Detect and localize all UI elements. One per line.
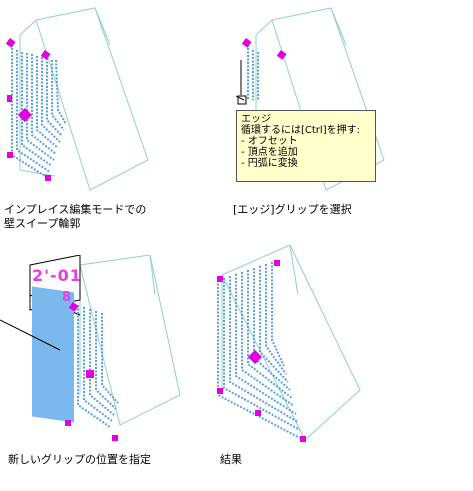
caption-select-edge-grip: [エッジ]グリップを選択 bbox=[233, 203, 352, 216]
edge-grip-selected[interactable] bbox=[237, 95, 247, 105]
grip-bottom-mid[interactable] bbox=[65, 420, 71, 426]
wall-sweep-profile bbox=[11, 48, 67, 179]
wall-sweep-profile bbox=[77, 305, 119, 428]
caption-new-grip-position: 新しいグリップの位置を指定 bbox=[8, 453, 151, 466]
grips[interactable] bbox=[217, 260, 306, 442]
wireframe-box bbox=[221, 244, 361, 441]
caption-inplace-edit: インプレイス編集モードでの 壁スイープ輪郭 bbox=[4, 203, 147, 230]
grip-bottom-right[interactable] bbox=[112, 435, 118, 441]
grip-top-left[interactable] bbox=[5, 38, 16, 48]
grip-top-right[interactable] bbox=[274, 260, 280, 266]
tooltip-ctrl-hint: 循環するには[Ctrl]を押す: bbox=[241, 125, 360, 136]
tooltip-option-offset: - オフセット bbox=[241, 136, 298, 147]
cursor-line bbox=[236, 95, 245, 101]
panel-3-new-grip-position bbox=[0, 255, 181, 441]
grip-bottom-left[interactable] bbox=[217, 388, 223, 394]
grip-left-edge[interactable] bbox=[7, 95, 12, 102]
grip-bottom-mid[interactable] bbox=[255, 410, 261, 416]
tooltip-option-convert-arc: - 円弧に変換 bbox=[241, 158, 298, 169]
grip-top[interactable] bbox=[68, 302, 79, 312]
dimension-value-2[interactable]: 8 bbox=[62, 290, 73, 305]
grips[interactable] bbox=[241, 38, 287, 60]
dragged-profile-fill bbox=[32, 286, 74, 423]
wall-sweep-profile bbox=[217, 262, 301, 439]
wall-sweep-profile bbox=[247, 48, 259, 100]
grip-bottom[interactable] bbox=[45, 175, 51, 181]
wireframe-box bbox=[19, 7, 149, 191]
tooltip-title: エッジ bbox=[241, 114, 271, 125]
grips[interactable] bbox=[65, 302, 118, 441]
dimension-value[interactable]: 2'-01 bbox=[32, 266, 82, 285]
cursor-line bbox=[0, 319, 61, 351]
panel-1-inplace-edit bbox=[5, 7, 149, 191]
panel-4-result bbox=[217, 244, 361, 442]
caption-result: 結果 bbox=[220, 453, 242, 466]
grip-center[interactable] bbox=[247, 349, 263, 365]
grip-bottom-left[interactable] bbox=[7, 152, 13, 158]
grip-bottom-right[interactable] bbox=[300, 436, 306, 442]
grip-top-right[interactable] bbox=[40, 50, 51, 60]
grip-top-right[interactable] bbox=[276, 50, 287, 60]
grip-top-left[interactable] bbox=[217, 276, 223, 282]
grip-top-left[interactable] bbox=[241, 38, 252, 48]
edge-grip-tooltip: エッジ 循環するには[Ctrl]を押す: - オフセット - 頂点を追加 - 円… bbox=[236, 110, 376, 182]
grip-right[interactable] bbox=[86, 370, 94, 378]
tooltip-option-add-vertex: - 頂点を追加 bbox=[241, 147, 298, 158]
